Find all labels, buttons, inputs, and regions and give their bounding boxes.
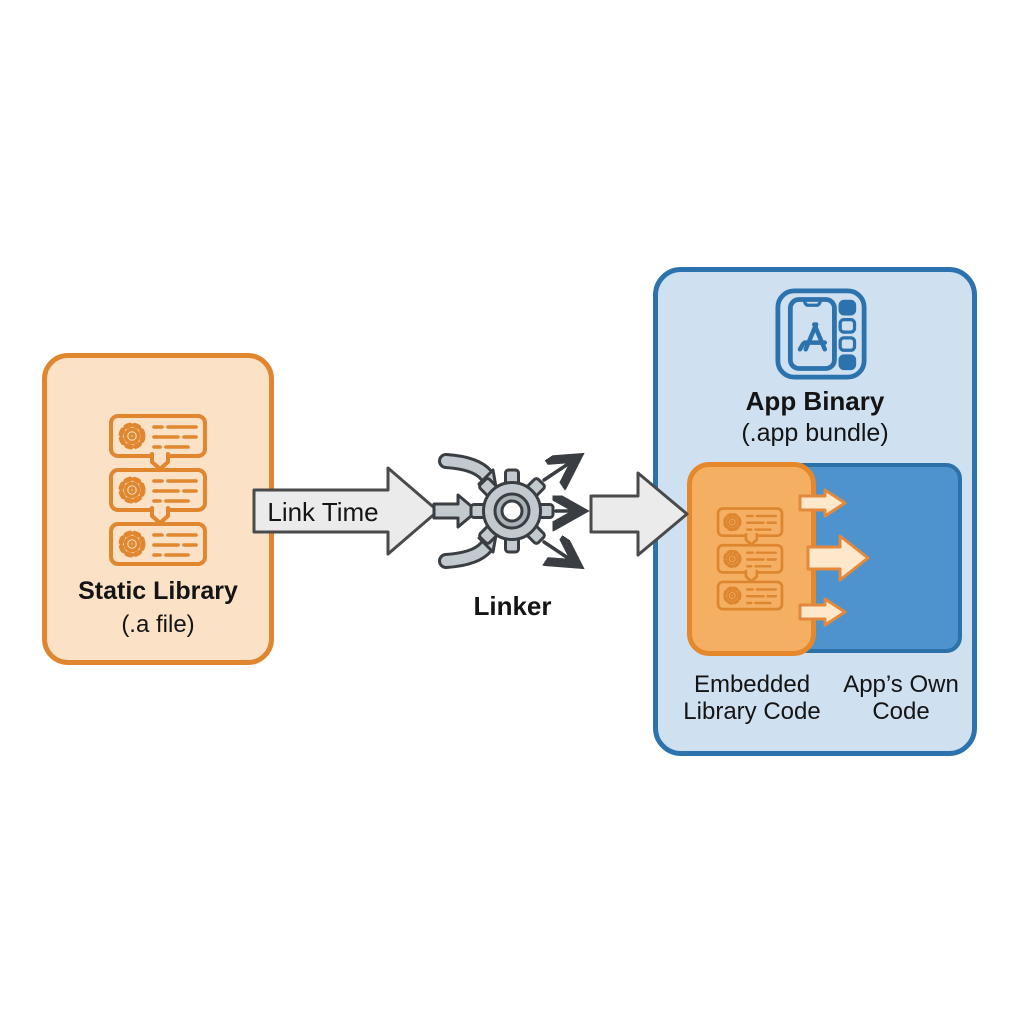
- app-store-phone-icon: [775, 288, 867, 380]
- linker-label: Linker: [473, 591, 552, 621]
- link-time-arrow: [252, 466, 440, 556]
- embed-flow-arrows: [798, 488, 870, 627]
- app-binary-title: App Binary: [745, 386, 885, 416]
- linker-output-arrow: [589, 471, 689, 557]
- app-binary-box: App Binary (.app bundle) Embedded Librar…: [653, 267, 977, 756]
- link-time-label: Link Time: [267, 497, 379, 527]
- object-files-icon: [108, 414, 208, 568]
- static-library-subtitle: (.a file): [121, 611, 195, 638]
- app-binary-subtitle: (.app bundle): [741, 419, 889, 447]
- static-library-box: Static Library (.a file): [42, 353, 274, 665]
- gear-icon: [432, 425, 592, 595]
- object-files-icon: [716, 507, 784, 612]
- embedded-library-box: [687, 462, 816, 656]
- static-library-title: Static Library: [78, 577, 238, 605]
- apps-own-code-label: App’s Own Code: [843, 671, 959, 725]
- embedded-library-label: Embedded Library Code: [683, 671, 821, 725]
